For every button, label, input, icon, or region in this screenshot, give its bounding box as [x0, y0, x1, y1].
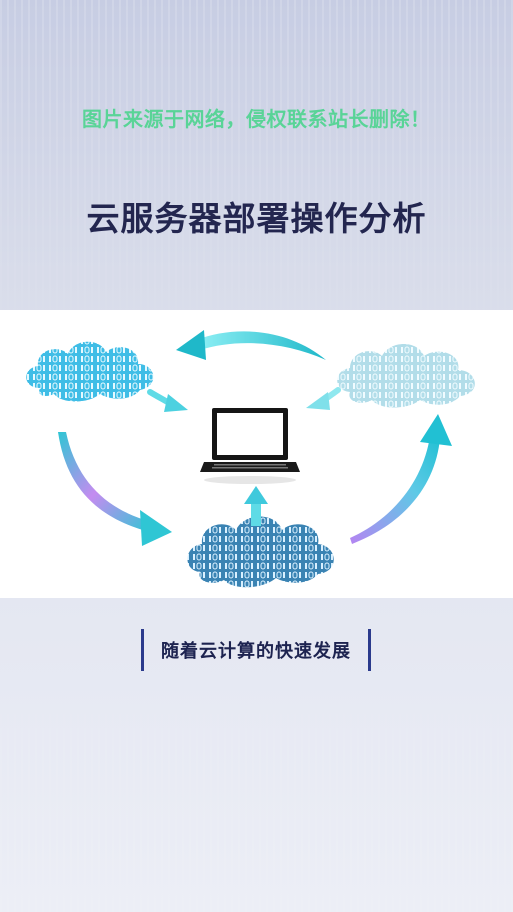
watermark-text: 图片来源于网络，侵权联系站长删除！: [82, 107, 431, 131]
arrow-right-to-laptop-icon: [306, 387, 341, 410]
arrow-bottom-to-right-icon: [350, 414, 452, 544]
cloud-left-icon: [26, 341, 154, 402]
arrow-left-to-bottom-icon: [58, 432, 172, 546]
cloud-diagram: [0, 310, 513, 598]
cloud-bottom-icon: [187, 516, 334, 588]
caption-text: 随着云计算的快速发展: [161, 641, 351, 662]
arrow-left-to-laptop-icon: [147, 389, 188, 412]
arrow-top-icon: [176, 330, 326, 360]
laptop-icon: [200, 408, 300, 484]
arrow-bottom-to-laptop-icon: [244, 486, 268, 526]
page-title: 云服务器部署操作分析: [86, 199, 427, 238]
caption-box: 随着云计算的快速发展: [141, 629, 371, 671]
cloud-right-icon: [337, 344, 475, 408]
